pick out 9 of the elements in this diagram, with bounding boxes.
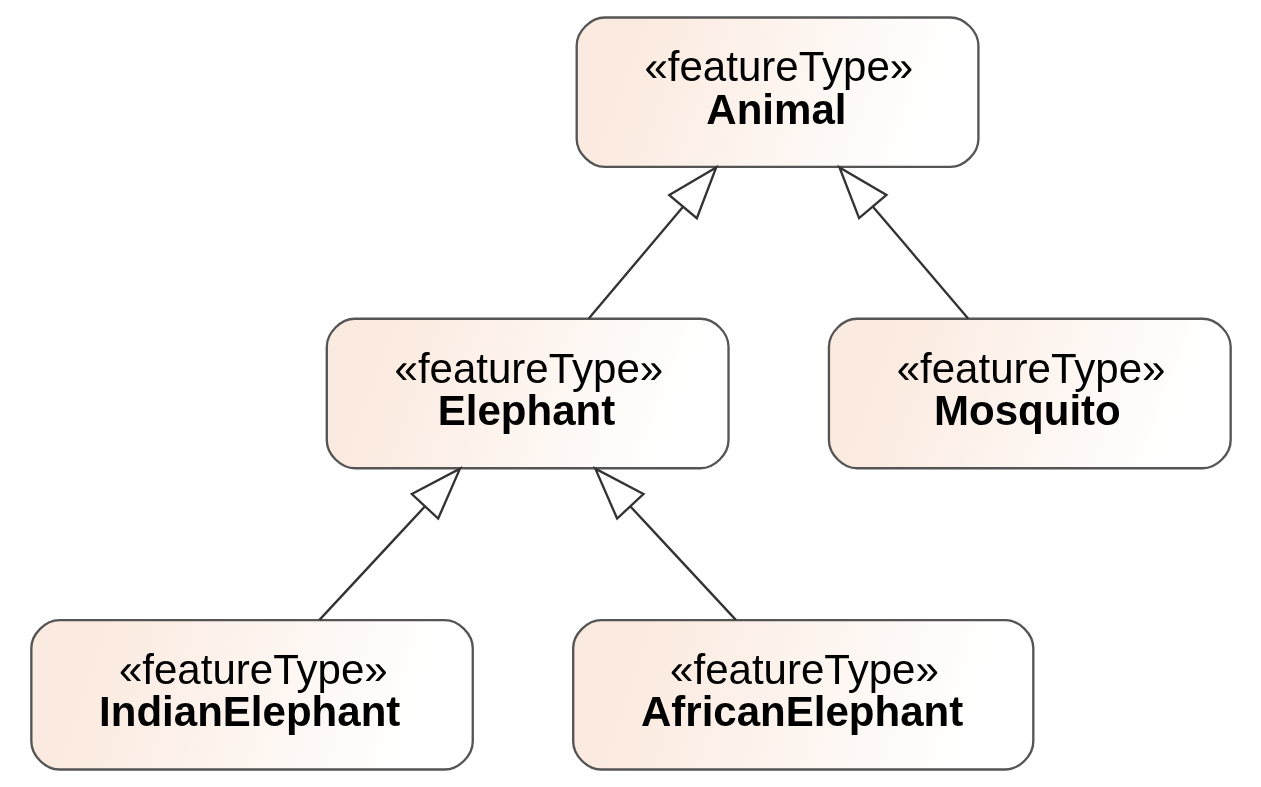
node-box: «featureType» Mosquito (827, 317, 1232, 470)
node-box: «featureType» Animal (575, 16, 980, 169)
node-box: «featureType» IndianElephant (29, 618, 474, 771)
arrow (836, 164, 969, 320)
arrow (318, 466, 462, 621)
arrow (587, 164, 718, 320)
arrow (592, 466, 737, 621)
node-box: «featureType» AfricanElephant (571, 618, 1034, 771)
node-box: «featureType» Elephant (325, 317, 730, 470)
